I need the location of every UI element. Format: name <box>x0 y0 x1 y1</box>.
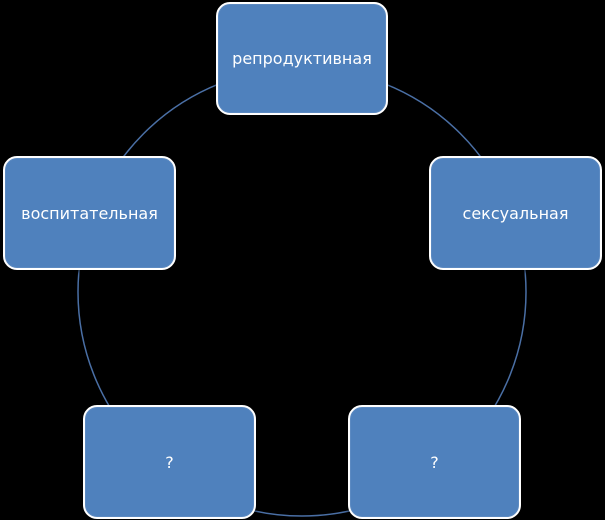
cycle-node-label: ? <box>430 452 439 472</box>
cycle-node-bottom-left: ? <box>83 405 256 519</box>
cycle-node-label: воспитательная <box>21 203 158 223</box>
cycle-node-label: репродуктивная <box>232 49 372 68</box>
cycle-node-label: сексуальная <box>462 203 569 223</box>
cycle-node-right: сексуальная <box>429 156 602 270</box>
cycle-node-bottom-right: ? <box>348 405 521 519</box>
cycle-node-label: ? <box>165 452 174 472</box>
cycle-node-top: репродуктивная <box>216 2 388 115</box>
cycle-node-left: воспитательная <box>3 156 176 270</box>
